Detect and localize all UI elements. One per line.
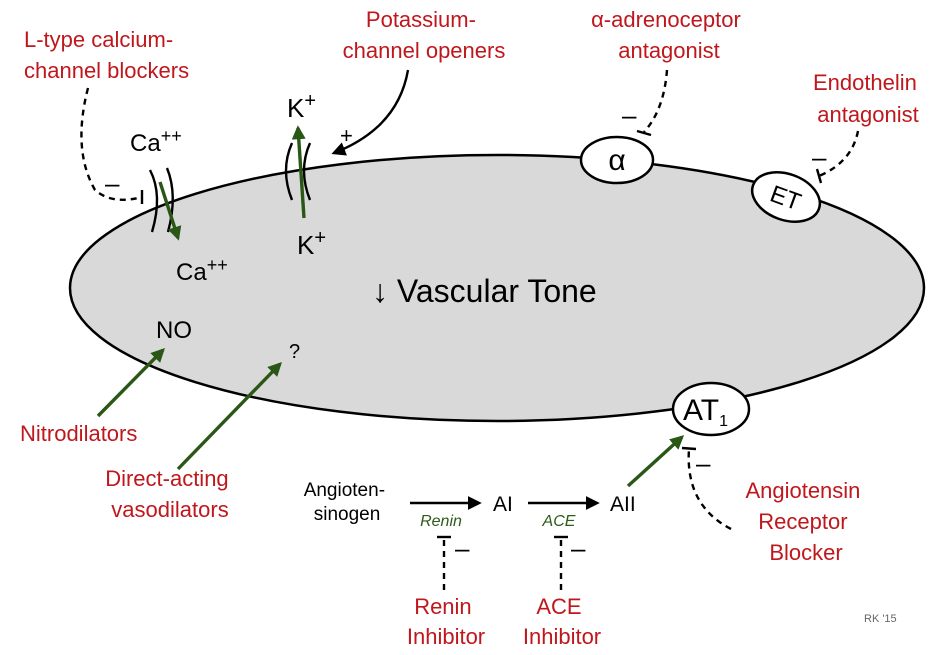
potassium-outside-label: K+ — [287, 90, 316, 123]
alpha-adrenoceptor-antagonist-label: α-adrenoceptor antagonist — [591, 7, 747, 63]
vascular-tone-title: ↓ Vascular Tone — [372, 273, 597, 309]
arb-inhibition-line — [687, 448, 732, 531]
calcium-blocker-minus-sign: – — [105, 168, 120, 198]
alpha-receptor — [579, 135, 655, 185]
calcium-influx-arrow — [158, 181, 182, 241]
nitric-oxide-label: NO — [156, 317, 192, 344]
endothelin-antagonist-label: Endothelin antagonist — [813, 70, 923, 127]
l-type-calcium-channel-blockers-label: L-type calcium- channel blockers — [24, 27, 189, 83]
smooth-muscle-cell — [68, 153, 926, 423]
renin-inhibitor-label: Renin Inhibitor — [407, 594, 485, 649]
nitrodilators-label: Nitrodilators — [20, 421, 137, 446]
renin-inhibitor-minus-sign: – — [455, 533, 470, 563]
angiotensin-i-label: AI — [493, 493, 513, 516]
nitrodilator-arrow — [96, 348, 165, 418]
alpha-receptor-label: α — [608, 144, 625, 177]
endothelin-receptor — [750, 171, 822, 223]
direct-vasodilator-arrow — [176, 361, 282, 471]
angiotensin-receptor-blocker-label: Angiotensin Receptor Blocker — [745, 478, 866, 565]
potassium-channel-openers-label: Potassium- channel openers — [343, 7, 506, 63]
direct-acting-vasodilators-label: Direct-acting vasodilators — [105, 466, 235, 522]
alpha-antagonist-inhibition-bar — [636, 129, 652, 137]
endothelin-antagonist-inhibition-line — [818, 130, 860, 178]
potassium-efflux-arrow — [291, 125, 306, 219]
alpha-antagonist-inhibition-line — [643, 69, 669, 133]
angiotensinogen-label: Angioten- sinogen — [304, 480, 391, 525]
ace-inhibitor-label: ACE Inhibitor — [523, 594, 601, 649]
calcium-outside-label: Ca++ — [130, 126, 182, 157]
arb-inhibition-bar — [681, 446, 697, 451]
angiotensin-ii-label: AII — [610, 493, 636, 516]
alpha-antagonist-minus-sign: – — [622, 100, 637, 130]
calcium-blocker-inhibition-line — [80, 87, 143, 201]
calcium-inside-label: Ca++ — [176, 255, 228, 286]
renin-label: Renin — [420, 513, 462, 530]
potassium-opener-plus-sign: + — [340, 123, 353, 148]
endothelin-antagonist-minus-sign: – — [812, 142, 827, 172]
at1-receptor — [671, 381, 751, 437]
ace-inhibitor-minus-sign: – — [571, 533, 586, 563]
arb-minus-sign: – — [696, 448, 711, 478]
angiotensin-ii-arrow — [626, 435, 685, 488]
unknown-mechanism-label: ? — [289, 341, 300, 363]
potassium-inside-label: K+ — [297, 227, 326, 260]
ace-label: ACE — [542, 513, 576, 530]
potassium-channel — [284, 142, 312, 201]
author-credit: RK '15 — [864, 613, 897, 625]
at1-receptor-label: AT1 — [683, 394, 728, 430]
endothelin-antagonist-inhibition-bar — [815, 168, 823, 184]
potassium-opener-arrow — [331, 69, 410, 156]
